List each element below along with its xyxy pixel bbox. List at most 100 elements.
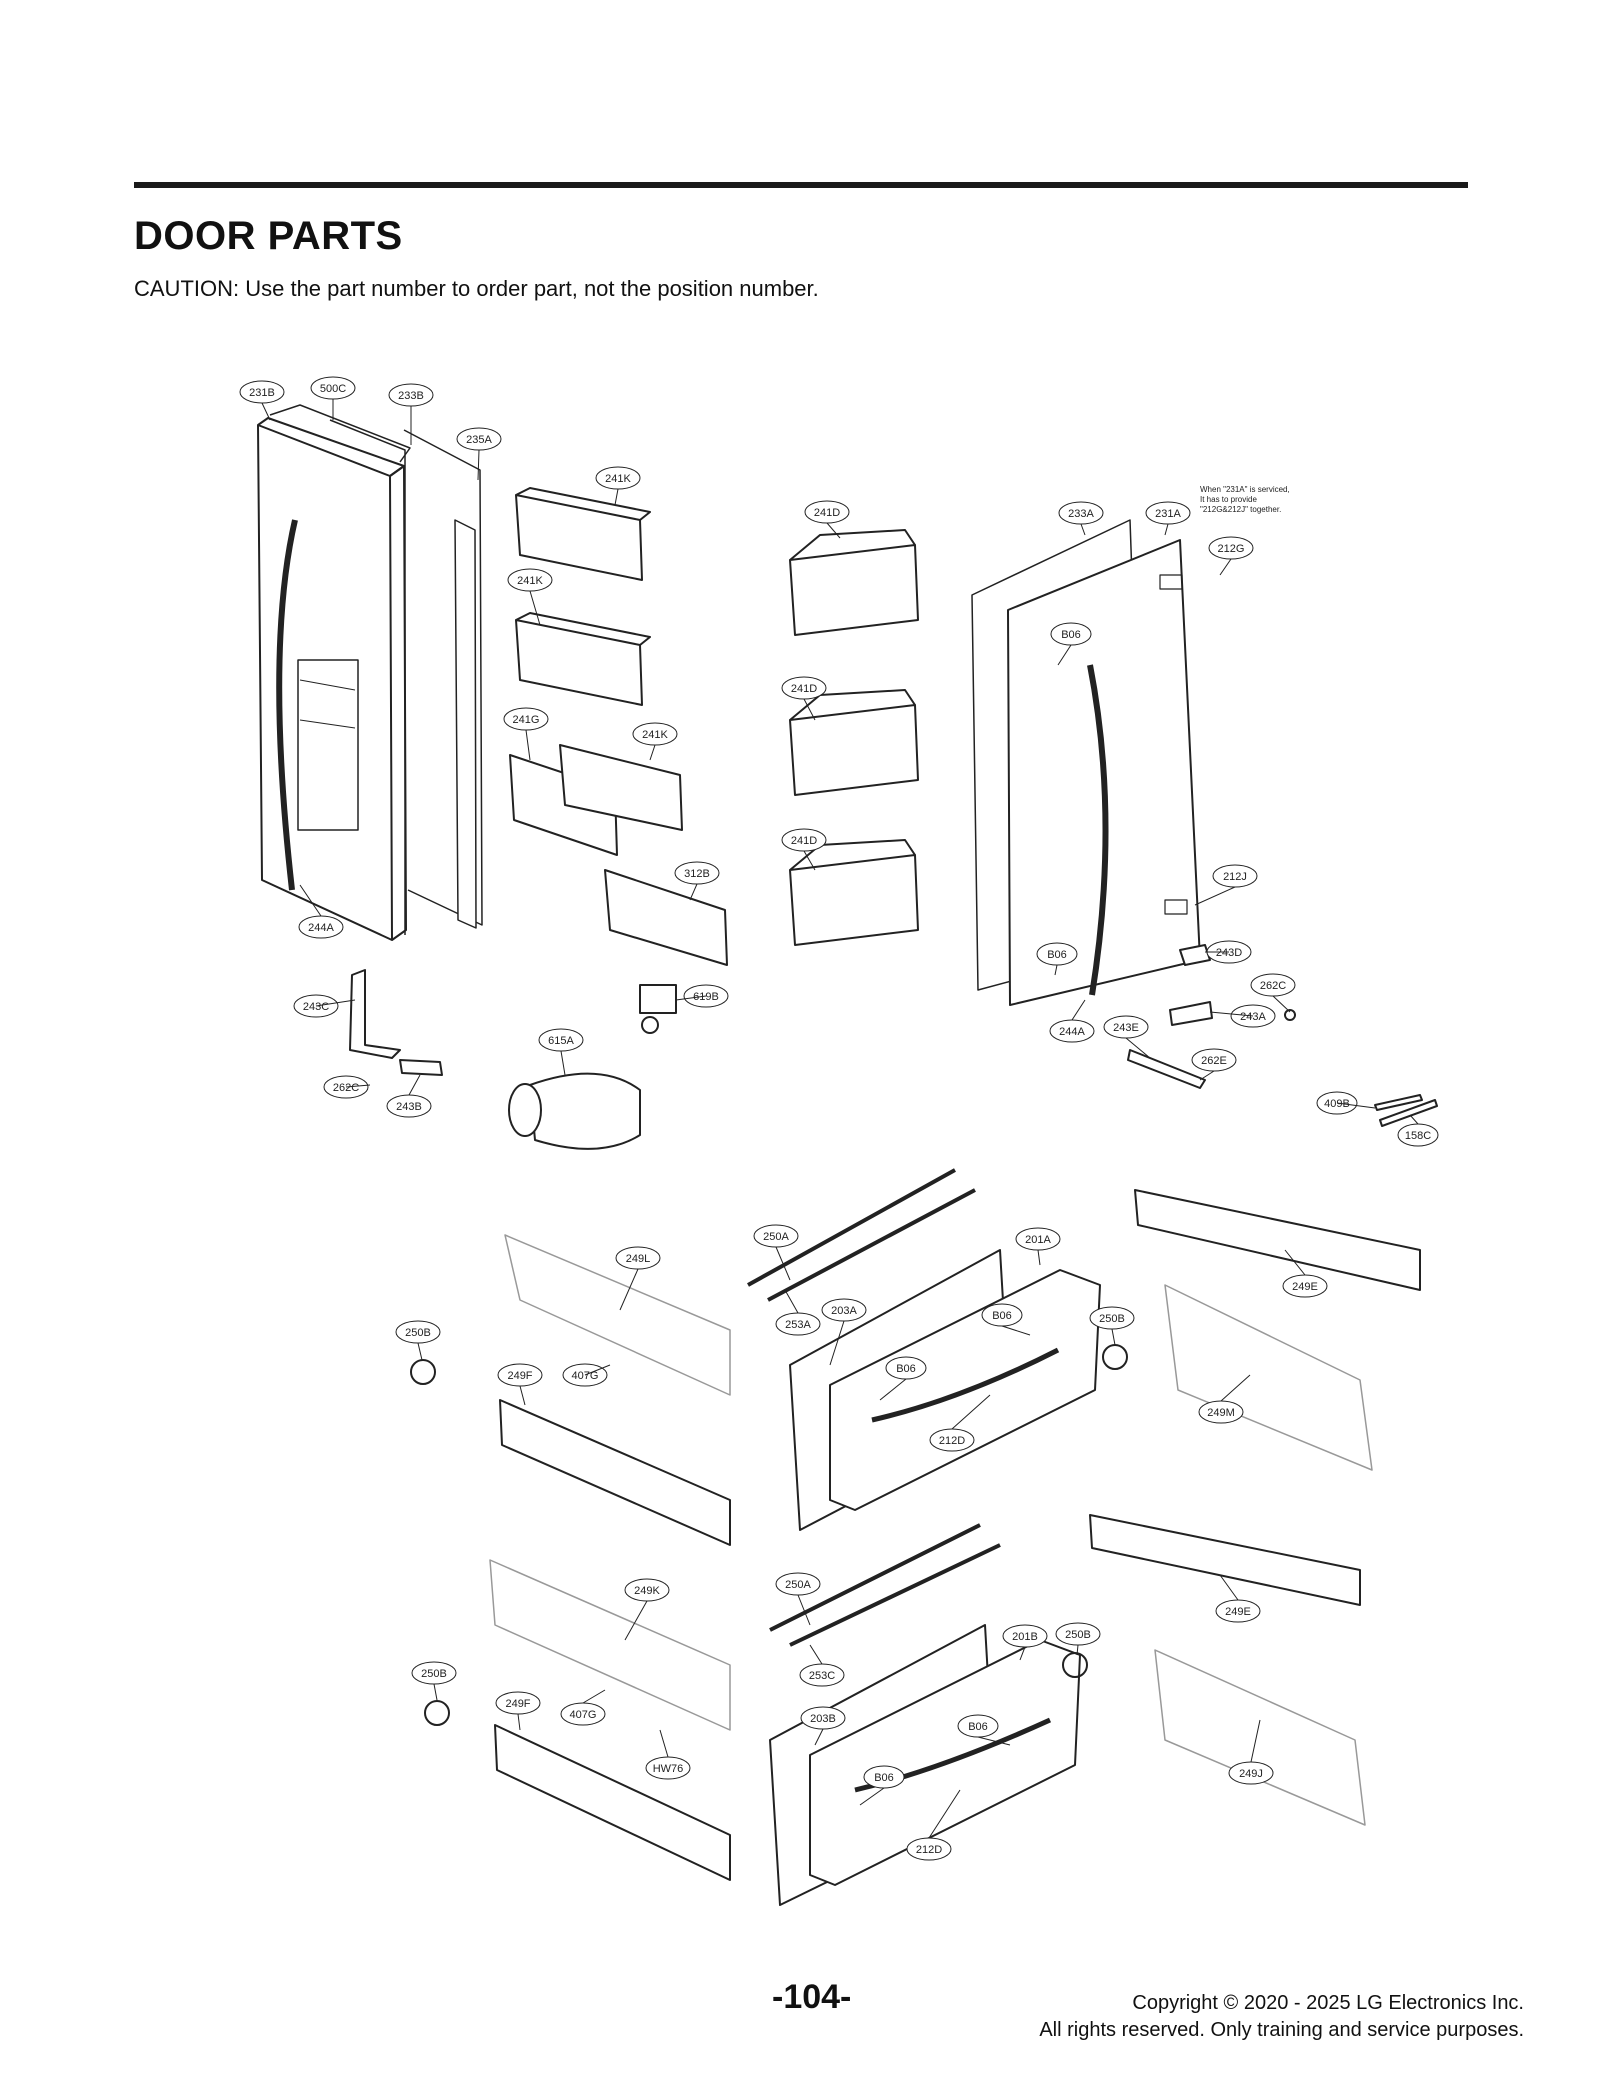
copyright-line2: All rights reserved. Only training and s… [1039, 2019, 1524, 2041]
service-note-line3: "212G&212J" together. [1200, 505, 1281, 514]
drawer-seal-strips-1 [747, 1168, 976, 1302]
callout-212J: 212J [1212, 864, 1258, 888]
page-number: -104- [772, 1978, 852, 2016]
callout-241K-2: 241K [507, 568, 553, 592]
svg-text:158C: 158C [1405, 1130, 1431, 1142]
callout-243E: 243E [1103, 1015, 1149, 1039]
door-bin-2 [515, 612, 651, 706]
callout-250B-1: 250B [395, 1320, 441, 1344]
callout-233A: 233A [1058, 501, 1104, 525]
svg-text:249K: 249K [634, 1585, 660, 1597]
callout-253C: 253C [799, 1663, 845, 1687]
drawer-rail-left-lower [489, 1559, 731, 1881]
svg-text:233B: 233B [398, 390, 424, 402]
right-door-assembly [971, 519, 1201, 1006]
callout-249F-2: 249F [495, 1691, 541, 1715]
callout-241G: 241G [503, 707, 549, 731]
callout-241D-2: 241D [781, 676, 827, 700]
svg-text:212D: 212D [939, 1435, 965, 1447]
callout-250A-2: 250A [775, 1572, 821, 1596]
svg-text:619B: 619B [693, 991, 719, 1003]
valve-assembly [639, 984, 677, 1034]
svg-text:409B: 409B [1324, 1098, 1350, 1110]
copyright-block: Copyright © 2020 - 2025 LG Electronics I… [1039, 1990, 1524, 2044]
callout-244A-right: 244A [1049, 1019, 1095, 1043]
svg-text:244A: 244A [308, 922, 334, 934]
drawer-2-front [769, 1624, 1081, 1906]
callout-233B: 233B [388, 383, 434, 407]
callout-249J: 249J [1228, 1761, 1274, 1785]
svg-text:249F: 249F [507, 1370, 532, 1382]
svg-text:233A: 233A [1068, 508, 1094, 520]
svg-text:212D: 212D [916, 1844, 942, 1856]
callout-B06-e: B06 [957, 1714, 999, 1738]
svg-text:250A: 250A [763, 1231, 789, 1243]
callout-B06-f: B06 [863, 1765, 905, 1789]
caution-note: CAUTION: Use the part number to order pa… [134, 276, 819, 301]
svg-text:212G: 212G [1218, 543, 1245, 555]
callout-500C: 500C [310, 376, 356, 400]
svg-text:241K: 241K [642, 729, 668, 741]
svg-text:262C: 262C [333, 1082, 359, 1094]
callout-201B: 201B [1002, 1624, 1048, 1648]
svg-text:244A: 244A [1059, 1026, 1085, 1038]
svg-text:203A: 203A [831, 1305, 857, 1317]
svg-text:312B: 312B [684, 868, 710, 880]
callout-231A: 231A [1145, 501, 1191, 525]
svg-text:HW76: HW76 [653, 1763, 684, 1775]
service-note: When "231A" is serviced, It has to provi… [1200, 485, 1290, 514]
svg-text:243A: 243A [1240, 1011, 1266, 1023]
drawer-1-front [789, 1249, 1101, 1531]
svg-text:243B: 243B [396, 1101, 422, 1113]
svg-text:250B: 250B [421, 1668, 447, 1680]
hinge-parts-right [1127, 944, 1438, 1127]
svg-text:231B: 231B [249, 387, 275, 399]
callout-250A-1: 250A [753, 1224, 799, 1248]
svg-text:241K: 241K [517, 575, 543, 587]
svg-text:249J: 249J [1239, 1768, 1263, 1780]
door-bin-3 [509, 744, 683, 856]
callout-243B: 243B [386, 1094, 432, 1118]
copyright-line1: Copyright © 2020 - 2025 LG Electronics I… [1132, 1992, 1524, 2014]
svg-text:B06: B06 [874, 1772, 894, 1784]
callout-249E-1: 249E [1282, 1274, 1328, 1298]
callout-201A: 201A [1015, 1227, 1061, 1251]
water-tank [508, 1072, 641, 1150]
svg-text:241G: 241G [513, 714, 540, 726]
svg-text:249E: 249E [1292, 1281, 1318, 1293]
service-note-line2: It has to provide [1200, 495, 1257, 504]
callout-241K-1: 241K [595, 466, 641, 490]
callout-249F-1: 249F [497, 1363, 543, 1387]
callout-262E: 262E [1191, 1048, 1237, 1072]
callout-231B: 231B [239, 380, 285, 404]
svg-text:262C: 262C [1260, 980, 1286, 992]
svg-text:249F: 249F [505, 1698, 530, 1710]
svg-text:243C: 243C [303, 1001, 329, 1013]
svg-text:249E: 249E [1225, 1606, 1251, 1618]
callout-203A: 203A [821, 1298, 867, 1322]
svg-text:250B: 250B [1099, 1313, 1125, 1325]
callout-249E-2: 249E [1215, 1599, 1261, 1623]
svg-text:235A: 235A [466, 434, 492, 446]
svg-text:249L: 249L [626, 1253, 650, 1265]
svg-text:B06: B06 [968, 1721, 988, 1733]
callout-249L: 249L [615, 1246, 661, 1270]
door-bin-middle-1 [789, 529, 919, 636]
callout-249K: 249K [624, 1578, 670, 1602]
callout-253A: 253A [775, 1312, 821, 1336]
door-bin-1 [515, 487, 651, 581]
callout-241D-3: 241D [781, 828, 827, 852]
svg-text:615A: 615A [548, 1035, 574, 1047]
header-rule [134, 182, 1468, 188]
svg-text:250B: 250B [1065, 1629, 1091, 1641]
svg-text:250A: 250A [785, 1579, 811, 1591]
svg-text:253C: 253C [809, 1670, 835, 1682]
callout-241D-1: 241D [804, 500, 850, 524]
door-bin-4 [604, 869, 728, 966]
svg-text:B06: B06 [1047, 949, 1067, 961]
svg-text:249M: 249M [1207, 1407, 1235, 1419]
callout-B06-b: B06 [1036, 942, 1078, 966]
door-gasket-left [403, 429, 483, 929]
svg-text:231A: 231A [1155, 508, 1181, 520]
